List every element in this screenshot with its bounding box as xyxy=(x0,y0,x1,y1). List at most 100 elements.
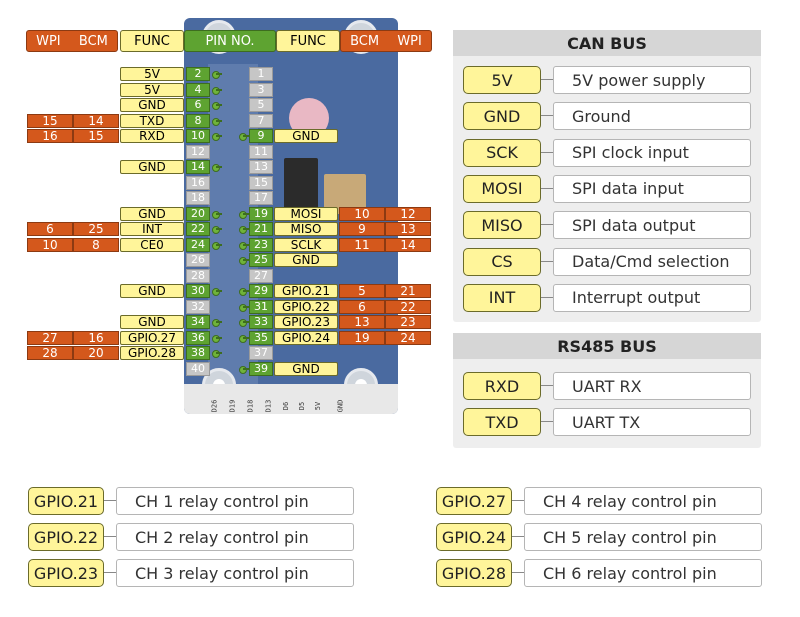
pin-connector-line xyxy=(216,321,222,323)
pin-number-even: 12 xyxy=(186,145,210,159)
pin-number-even: 36 xyxy=(186,331,210,345)
pin-func-label: GND xyxy=(274,253,338,267)
pin-connector-dot xyxy=(212,335,220,343)
pin-wpi-label: 6 xyxy=(27,222,73,236)
pin-number-odd: 31 xyxy=(249,300,273,314)
pin-connector-line xyxy=(243,368,249,370)
pin-number-odd: 13 xyxy=(249,160,273,174)
pin-number-odd: 15 xyxy=(249,176,273,190)
relay-gpio-name: GPIO.28 xyxy=(436,559,512,587)
pin-connector-line xyxy=(216,89,222,91)
relay-gpio-name: GPIO.22 xyxy=(28,523,104,551)
pin-connector-dot xyxy=(239,257,247,265)
bus-pin-name: RXD xyxy=(463,372,541,400)
pin-func-label: GND xyxy=(120,160,184,174)
pin-number-odd: 7 xyxy=(249,114,273,128)
bus-pin-desc: 5V power supply xyxy=(553,66,751,94)
pin-connector-dot xyxy=(239,211,247,219)
pin-bcm-label: 15 xyxy=(73,129,119,143)
pin-func-label: GPIO.27 xyxy=(120,331,184,345)
ic-chip xyxy=(284,158,318,216)
pin-connector-line xyxy=(216,213,222,215)
pin-wpi-label: 21 xyxy=(385,284,431,298)
pin-number-odd: 5 xyxy=(249,98,273,112)
pin-wpi-label: 24 xyxy=(385,331,431,345)
pin-connector-dot xyxy=(212,71,220,79)
pin-connector-line xyxy=(243,306,249,308)
pin-bcm-label: 25 xyxy=(73,222,119,236)
bus-pin-desc: SPI clock input xyxy=(553,138,751,167)
bus-pin-name: CS xyxy=(463,247,541,276)
pin-connector-dot xyxy=(212,319,220,327)
pin-func-label: TXD xyxy=(120,114,184,128)
bus-pin-desc: SPI data input xyxy=(553,174,751,203)
relay-gpio-name: GPIO.21 xyxy=(28,487,104,515)
bus-pin-name: 5V xyxy=(463,66,541,94)
pin-wpi-label: 12 xyxy=(385,207,431,221)
pin-wpi-label: 14 xyxy=(385,238,431,252)
pin-func-label: GPIO.22 xyxy=(274,300,338,314)
pin-bcm-label: 5 xyxy=(339,284,385,298)
relay-connector-line xyxy=(104,536,116,537)
pin-number-even: 34 xyxy=(186,315,210,329)
pin-connector-dot xyxy=(212,87,220,95)
pin-func-label: GND xyxy=(274,129,338,143)
pin-connector-line xyxy=(243,290,249,292)
bus-pin-desc: Ground xyxy=(553,102,751,131)
pin-func-label: CE0 xyxy=(120,238,184,252)
pin-func-label: MISO xyxy=(274,222,338,236)
pin-connector-line xyxy=(216,135,222,137)
header-wpi: WPI xyxy=(36,33,61,49)
pin-number-odd: 23 xyxy=(249,238,273,252)
pin-number-even: 2 xyxy=(186,67,210,81)
pin-connector-line xyxy=(216,104,222,106)
pin-wpi-label: 16 xyxy=(27,129,73,143)
pin-number-odd: 3 xyxy=(249,83,273,97)
pin-wpi-label: 15 xyxy=(27,114,73,128)
pin-func-label: GND xyxy=(120,207,184,221)
pin-connector-dot xyxy=(212,164,220,172)
relay-desc: CH 3 relay control pin xyxy=(116,559,354,587)
pin-func-label: GND xyxy=(274,362,338,376)
pin-connector-dot xyxy=(239,335,247,343)
pin-connector-dot xyxy=(239,319,247,327)
pin-func-label: GPIO.21 xyxy=(274,284,338,298)
pin-number-even: 24 xyxy=(186,238,210,252)
header-bcm: BCM xyxy=(78,33,108,49)
bus-pin-name: GND xyxy=(463,102,541,131)
pin-number-even: 16 xyxy=(186,176,210,190)
pin-func-label: 5V xyxy=(120,67,184,81)
pin-connector-line xyxy=(216,244,222,246)
header-func-right: FUNC xyxy=(276,30,340,52)
pin-func-label: 5V xyxy=(120,83,184,97)
bus-pin-name: INT xyxy=(463,283,541,312)
relay-desc: CH 2 relay control pin xyxy=(116,523,354,551)
pin-number-even: 26 xyxy=(186,253,210,267)
pin-wpi-label: 22 xyxy=(385,300,431,314)
bus-connector-line xyxy=(541,260,553,262)
header-wpi-bcm-left: WPI BCM xyxy=(26,30,118,52)
silk-label: D5 xyxy=(298,401,307,411)
pin-number-odd: 9 xyxy=(249,129,273,143)
pin-connector-line xyxy=(243,228,249,230)
pin-connector-line xyxy=(216,120,222,122)
pin-number-even: 40 xyxy=(186,362,210,376)
silk-label: D13 xyxy=(264,399,273,413)
bus-pin-name: SCK xyxy=(463,138,541,167)
relay-connector-line xyxy=(512,536,524,537)
pin-connector-dot xyxy=(239,304,247,312)
can-bus-title: CAN BUS xyxy=(453,30,761,56)
header-bcm-wpi-right: BCM WPI xyxy=(340,30,432,52)
relay-gpio-name: GPIO.24 xyxy=(436,523,512,551)
pin-connector-dot xyxy=(239,133,247,141)
pin-bcm-label: 8 xyxy=(73,238,119,252)
pin-connector-dot xyxy=(239,366,247,374)
pin-number-even: 20 xyxy=(186,207,210,221)
pin-connector-line xyxy=(216,228,222,230)
